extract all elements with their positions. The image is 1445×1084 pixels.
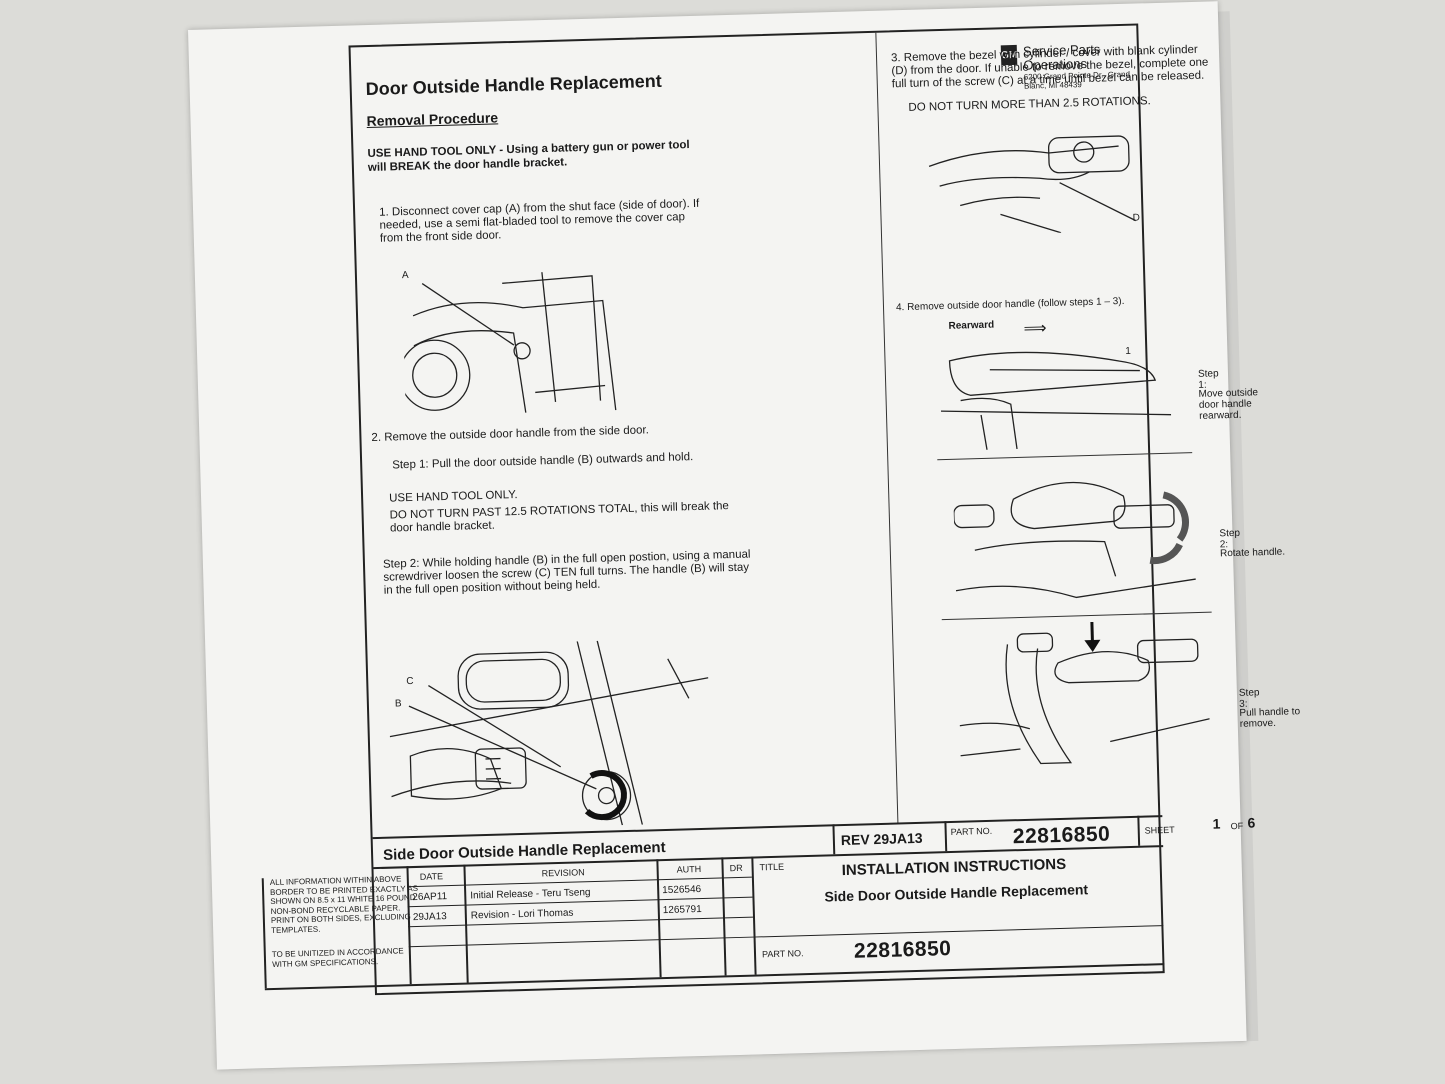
step-4-2-text: Rotate handle. (1219, 546, 1286, 560)
document-title: Door Outside Handle Replacement (365, 70, 662, 100)
bezel-removal-illustration (928, 135, 1136, 234)
step-2-substep-1: Step 1: Pull the door outside handle (B)… (392, 451, 694, 472)
step-4-3-text: Pull handle to remove. (1239, 706, 1301, 730)
figure-bezel-removal: D (918, 120, 1151, 236)
rearward-label: Rearward (948, 319, 995, 332)
handle-rearward-illustration (940, 351, 1172, 450)
door-shut-face-illustration (401, 272, 617, 413)
sheet-label: SHEET (1144, 824, 1175, 836)
step-4-1-text: Move outside door handle rearward. (1198, 387, 1259, 422)
row-2-auth: 1265791 (662, 904, 702, 917)
handle-pull-illustration (959, 621, 1210, 765)
print-notes: ALL INFORMATION WITHIN ABOVE BORDER TO B… (269, 874, 419, 935)
strip-divider-3 (1137, 815, 1140, 846)
figure-handle-screw: C B (387, 638, 712, 832)
part-number-2: 22816850 (853, 937, 952, 963)
title-label: TITLE (759, 861, 785, 873)
part-no-label-2: PART NO. (761, 948, 804, 960)
figure-step-3 (957, 619, 1211, 776)
rearward-arrow-icon: ⟹ (1023, 320, 1047, 338)
step-1-text: 1. Disconnect cover cap (A) from the shu… (379, 197, 700, 245)
callout-d: D (1132, 212, 1141, 224)
col-revision-header: REVISION (541, 867, 585, 879)
revision-code: REV 29JA13 (840, 829, 923, 849)
col-auth-header: AUTH (676, 864, 702, 875)
strip-divider-1 (832, 824, 835, 855)
warning-text: USE HAND TOOL ONLY - Using a battery gun… (367, 139, 690, 175)
step-2-text: 2. Remove the outside door handle from t… (371, 424, 649, 445)
callout-b: B (394, 698, 402, 710)
section-heading: Removal Procedure (366, 109, 499, 130)
row-2-date: 29JA13 (412, 911, 447, 924)
tb-left-rule (261, 878, 267, 989)
callout-a: A (401, 269, 409, 282)
row-1-date: 26AP11 (412, 891, 448, 904)
step-4-text: 4. Remove outside door handle (follow st… (895, 295, 1125, 314)
step-3-text: 3. Remove the bezel with cylinder / cove… (890, 43, 1209, 91)
row-1-auth: 1526546 (662, 884, 702, 897)
step-3-caution: DO NOT TURN MORE THAN 2.5 ROTATIONS. (908, 95, 1151, 114)
col-date-header: DATE (419, 871, 444, 882)
col-dr-header: DR (729, 862, 743, 874)
callout-c: C (406, 675, 414, 688)
content-border: Door Outside Handle Replacement Removal … (348, 23, 1300, 996)
column-divider (875, 32, 899, 823)
step-2-substep-2: Step 2: While holding handle (B) in the … (382, 548, 751, 597)
figure-cover-cap: A (401, 260, 636, 416)
callout-1: 1 (1125, 345, 1132, 357)
sheet-total: 6 (1247, 814, 1256, 831)
part-number: 22816850 (1012, 822, 1111, 849)
figure-step-1: 1 (939, 335, 1172, 451)
of-label: OF (1230, 820, 1244, 832)
rotation-caution: DO NOT TURN PAST 12.5 ROTATIONS TOTAL, t… (389, 500, 730, 535)
sheet-number: 1 (1212, 815, 1221, 832)
figure-step-2 (953, 464, 1207, 611)
handle-screwdriver-illustration (389, 640, 709, 826)
figure-divider-1 (937, 452, 1193, 461)
part-no-label: PART NO. (950, 825, 993, 838)
handle-rotate-illustration (953, 481, 1196, 599)
instruction-sheet: Door Outside Handle Replacement Removal … (188, 1, 1300, 1070)
strip-divider-2 (944, 821, 947, 852)
